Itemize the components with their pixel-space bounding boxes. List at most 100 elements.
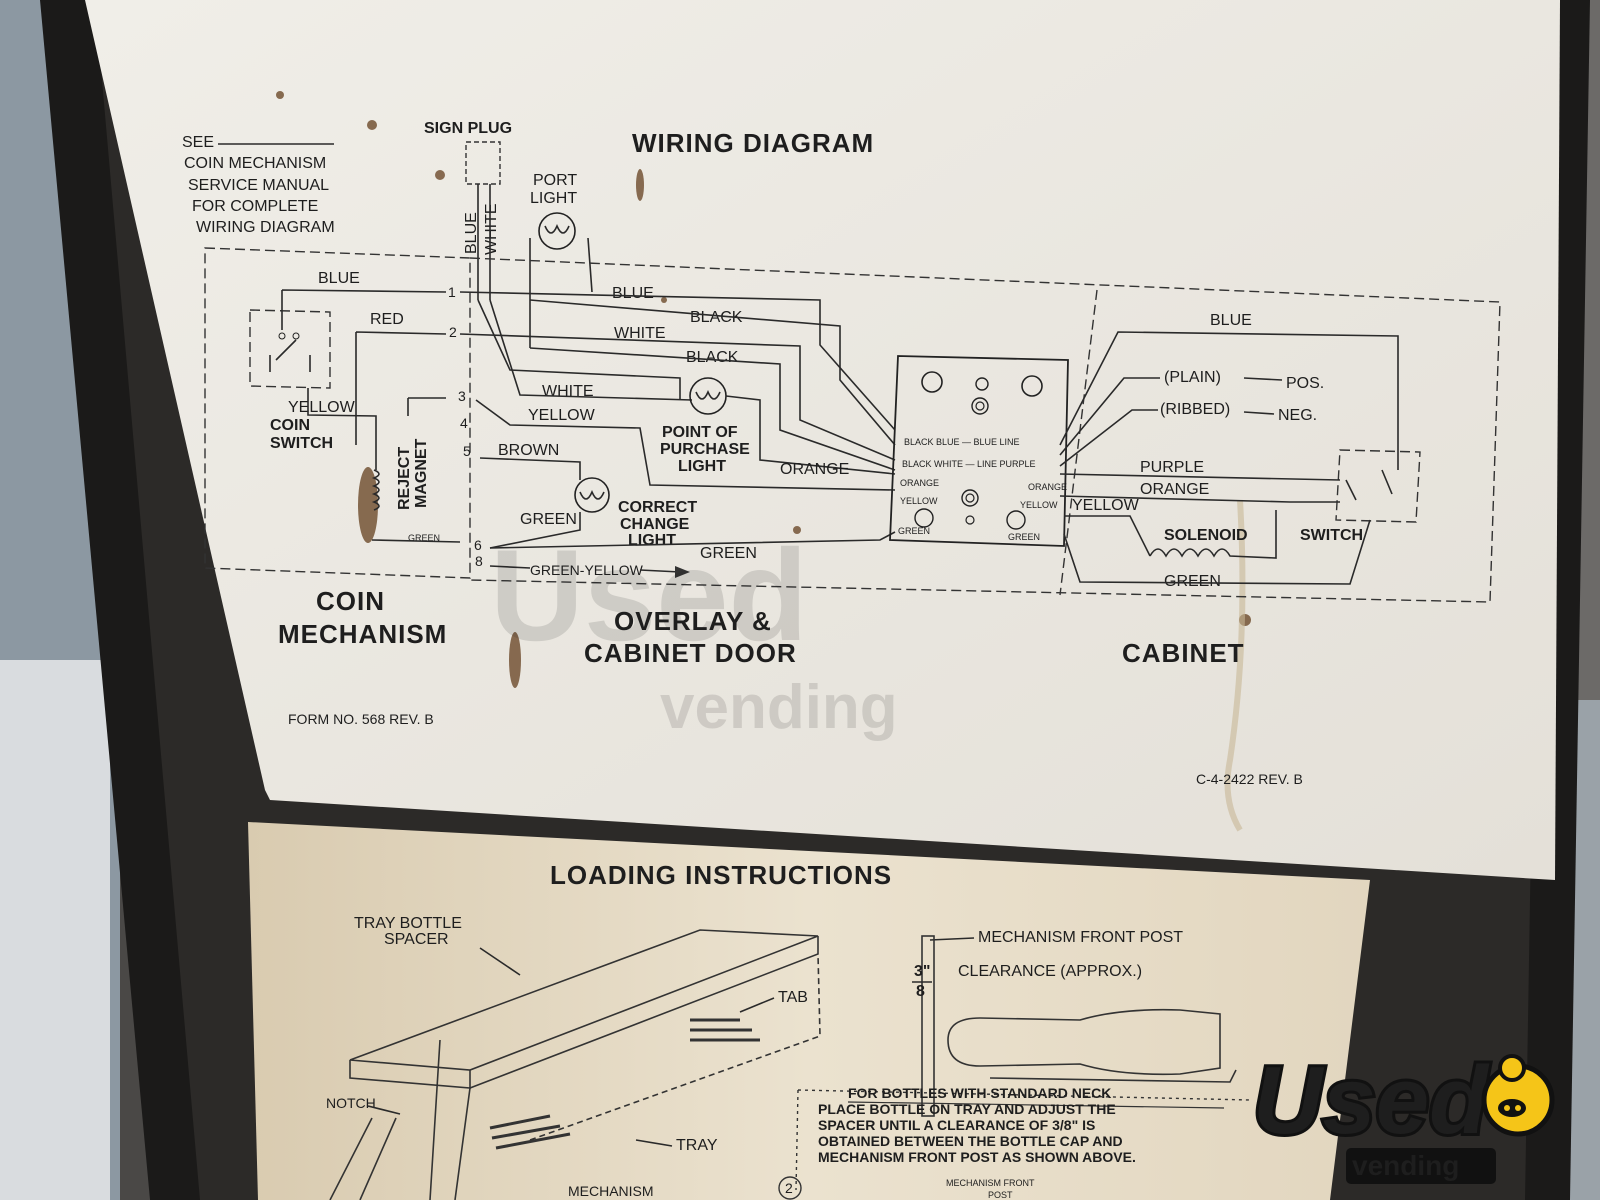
overlay-black-wire-1-label: BLACK — [690, 309, 743, 326]
terminal-strip: 1 2 3 4 5 6 8 — [448, 284, 483, 569]
svg-text:SPACER: SPACER — [384, 931, 449, 948]
cabinet-outline — [469, 257, 1501, 603]
svg-text:Used: Used — [1253, 1047, 1490, 1154]
standard-neck-note: FOR BOTTLES WITH STANDARD NECK PLACE BOT… — [795, 1085, 1251, 1191]
svg-text:SWITCH: SWITCH — [270, 435, 333, 452]
quilt-background — [0, 660, 110, 1200]
svg-text:MECHANISM FRONT POST AS SHOWN: MECHANISM FRONT POST AS SHOWN ABOVE. — [818, 1149, 1136, 1165]
diagram-title: WIRING DIAGRAM — [632, 128, 874, 158]
svg-text:BLACK BLUE — BLUE LINE: BLACK BLUE — BLUE LINE — [904, 437, 1020, 447]
svg-text:FOR COMPLETE: FOR COMPLETE — [192, 198, 318, 215]
svg-text:YELLOW: YELLOW — [1020, 500, 1058, 510]
reject-magnet-coil — [371, 469, 380, 511]
svg-text:4: 4 — [460, 415, 468, 431]
svg-text:BLACK WHITE — LINE PURPLE: BLACK WHITE — LINE PURPLE — [902, 459, 1036, 469]
svg-text:ORANGE: ORANGE — [1028, 482, 1067, 492]
bottle-drawing — [947, 1008, 1221, 1076]
svg-text:LIGHT: LIGHT — [678, 458, 726, 475]
switch-box — [1335, 449, 1421, 523]
svg-text:vending: vending — [1352, 1150, 1459, 1181]
clearance-label: CLEARANCE (APPROX.) — [958, 963, 1142, 980]
overlay-orange-wire-label: ORANGE — [780, 461, 849, 478]
cabinet-purple-wire-label: PURPLE — [1140, 459, 1204, 476]
svg-text:POST: POST — [988, 1190, 1013, 1200]
used-vending-logo: Used vending — [1250, 1044, 1555, 1184]
section-cabinet-label: CABINET — [1122, 638, 1245, 668]
svg-text:WIRING DIAGRAM: WIRING DIAGRAM — [196, 219, 335, 236]
overlay-brown-wire-label: BROWN — [498, 442, 559, 459]
solenoid-label: SOLENOID — [1164, 527, 1248, 544]
cabinet-yellow-wire-label: YELLOW — [1072, 497, 1140, 514]
correct-change-label: CORRECT — [618, 499, 697, 516]
coin-green-wire-label: GREEN — [408, 533, 440, 543]
neg-label: NEG. — [1278, 407, 1317, 424]
coin-mechanism-box — [204, 247, 471, 579]
loading-title: LOADING INSTRUCTIONS — [550, 860, 892, 890]
svg-text:vending: vending — [660, 673, 898, 742]
correct-change-bulb — [574, 477, 610, 513]
ground-arrow — [675, 566, 690, 578]
see-note: SEE COIN MECHANISM SERVICE MANUAL FOR CO… — [182, 134, 335, 236]
sign-plug — [465, 141, 501, 185]
svg-text:1: 1 — [448, 284, 456, 300]
ribbed-label: (RIBBED) — [1160, 401, 1230, 418]
svg-text:CHANGE: CHANGE — [620, 516, 690, 533]
svg-text:PLACE BOTTLE ON TRAY AND ADJUS: PLACE BOTTLE ON TRAY AND ADJUST THE — [818, 1101, 1116, 1117]
plain-label: (PLAIN) — [1164, 369, 1221, 386]
svg-text:CABINET DOOR: CABINET DOOR — [584, 638, 797, 668]
sign-plug-label: SIGN PLUG — [424, 120, 512, 137]
svg-text:6: 6 — [474, 537, 482, 553]
drawing-number: C-4-2422 REV. B — [1196, 771, 1303, 787]
overlay-yellow-wire-label: YELLOW — [528, 407, 596, 424]
svg-text:MAGNET: MAGNET — [413, 438, 430, 508]
svg-text:COIN MECHANISM: COIN MECHANISM — [184, 155, 326, 172]
tab-label: TAB — [778, 989, 808, 1006]
svg-text:5: 5 — [463, 443, 471, 459]
step-number: 2 — [785, 1180, 793, 1196]
tray-bottle-spacer-label: TRAY BOTTLE — [354, 915, 462, 932]
coin-icon — [1498, 1054, 1526, 1082]
svg-text:8: 8 — [475, 553, 483, 569]
coin-yellow-wire-label: YELLOW — [288, 399, 356, 416]
notch-label: NOTCH — [326, 1095, 376, 1111]
wiring-diagram-sheet — [85, 0, 1560, 880]
tray-drawing — [329, 929, 821, 1200]
overlay-blue-wire-label: BLUE — [612, 285, 654, 302]
svg-text:SEE: SEE — [182, 134, 214, 151]
svg-text:YELLOW: YELLOW — [900, 496, 938, 506]
pos-label: POS. — [1286, 375, 1324, 392]
coin-blue-wire-label: BLUE — [318, 270, 360, 287]
clearance-fraction: 3" — [914, 963, 930, 980]
svg-text:SPACER UNTIL A CLEARANCE OF 3/: SPACER UNTIL A CLEARANCE OF 3/8" IS — [818, 1117, 1095, 1133]
cabinet-blue-wire-label: BLUE — [1210, 312, 1252, 329]
overlay-green-wire-label: GREEN — [520, 511, 577, 528]
svg-text:MECHANISM: MECHANISM — [278, 619, 447, 649]
svg-text:ORANGE: ORANGE — [900, 478, 939, 488]
mechanism-label: MECHANISM — [568, 1183, 654, 1199]
sign-plug-white-label: WHITE — [483, 203, 500, 255]
svg-text:GREEN: GREEN — [1008, 532, 1040, 542]
svg-text:Used: Used — [490, 522, 808, 668]
svg-text:GREEN: GREEN — [898, 526, 930, 536]
svg-text:8: 8 — [916, 983, 925, 1000]
step-number-circle — [778, 1176, 802, 1200]
overlay-black-wire-2-label: BLACK — [686, 349, 739, 366]
coin-red-wire-label: RED — [370, 311, 404, 328]
reject-magnet-label: REJECT — [396, 447, 413, 510]
coin-switch-label: COIN — [270, 417, 310, 434]
coin-switch — [269, 332, 311, 372]
sign-plug-blue-label: BLUE — [463, 212, 480, 254]
section-overlay-label: OVERLAY & — [614, 606, 772, 636]
svg-text:2: 2 — [449, 324, 457, 340]
mechanism-front-post-label: MECHANISM FRONT POST — [978, 929, 1183, 946]
cabinet-switch-label: SWITCH — [1300, 527, 1363, 544]
form-number: FORM NO. 568 REV. B — [288, 711, 434, 727]
svg-text:PURCHASE: PURCHASE — [660, 441, 750, 458]
cabinet-green-wire-label: GREEN — [1164, 573, 1221, 590]
svg-text:SERVICE MANUAL: SERVICE MANUAL — [188, 177, 329, 194]
mechanism-front-post-bottom-label: MECHANISM FRONT — [946, 1178, 1035, 1188]
coin-switch-box — [249, 309, 331, 389]
svg-text:FOR BOTTLES WITH STANDARD NECK: FOR BOTTLES WITH STANDARD NECK — [848, 1085, 1111, 1101]
tray-label: TRAY — [676, 1137, 718, 1154]
